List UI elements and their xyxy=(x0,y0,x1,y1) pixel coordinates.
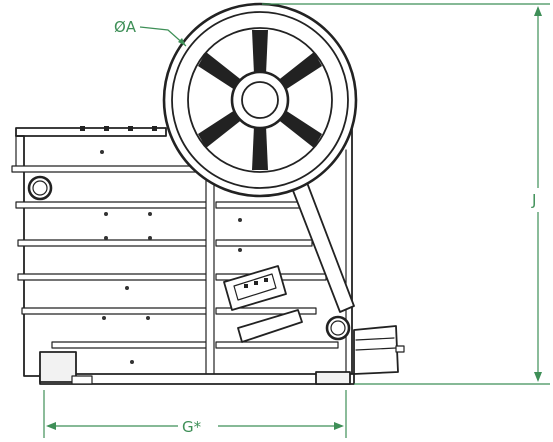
tension-block xyxy=(223,265,287,311)
flywheel xyxy=(162,2,358,198)
frame-hole-lower xyxy=(325,315,351,341)
bolt-holes xyxy=(100,150,242,364)
diameter-label: ØA xyxy=(114,18,137,36)
frame-hole-upper xyxy=(27,175,53,201)
crusher-frame xyxy=(11,126,405,385)
dimension-height: J xyxy=(262,3,550,385)
height-label: J xyxy=(531,191,536,209)
flywheel-spokes xyxy=(198,30,322,170)
toggle-plate xyxy=(237,309,303,343)
width-label: G* xyxy=(182,418,202,436)
dimension-diameter: ØA xyxy=(114,18,187,47)
top-plate-notches xyxy=(80,126,157,131)
discharge-spout xyxy=(353,325,405,375)
dimension-width: G* xyxy=(43,390,347,438)
